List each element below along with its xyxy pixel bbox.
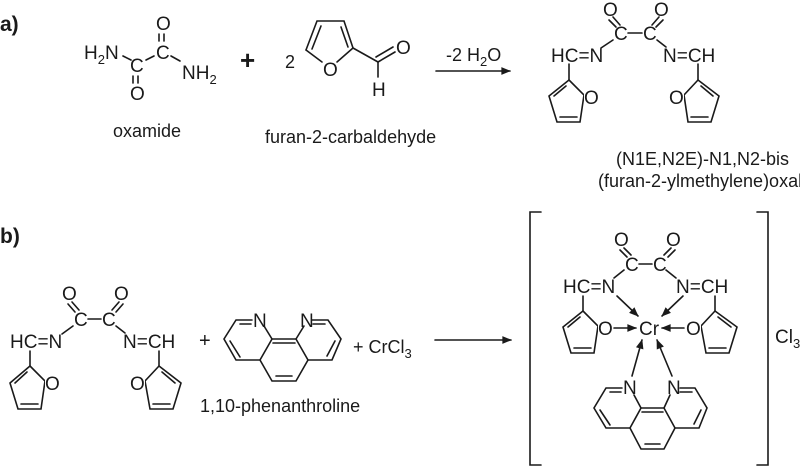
left-bracket [529,211,542,466]
atom-o1: O [603,0,618,21]
chromium-complex-structure: O O C C HC=N N=CH Cr O O N [562,230,738,450]
atom-o2: O [114,284,129,305]
atom-c1: C [130,56,144,77]
atom-ring-o1: O [584,88,599,109]
atom-ald-o: O [396,38,411,59]
atom-o2: O [654,0,669,21]
atom-nh2: NH2 [182,63,217,87]
atom-c2: C [102,310,116,331]
atom-h: H2N [84,43,119,67]
atom-nch: N=CH [676,277,728,298]
atom-o2: O [130,84,145,105]
panel-a-label: a) [0,13,19,36]
atom-c1: C [614,24,628,45]
plus-sign: + [240,45,255,75]
panel-b-label: b) [0,225,20,248]
right-bracket [756,211,769,466]
atom-phen-n2: N [667,378,681,399]
atom-c1: C [74,310,88,331]
atom-hcn: HC=N [551,46,603,67]
atom-ring-o2: O [669,88,684,109]
atom-ring-o1: O [45,374,60,395]
atom-c2: C [653,255,667,276]
atom-c2: C [156,43,170,64]
atom-ring-o: O [323,60,338,81]
atom-nch: N=CH [123,332,175,353]
atom-c2: C [643,24,657,45]
phenanthroline-structure: N N [223,311,342,382]
atom-hcn: HC=N [10,332,62,353]
atom-ring-o2: O [686,319,701,340]
atom-hcn: HC=N [563,277,615,298]
atom-o2: O [666,230,681,251]
furan-2-carbaldehyde-label: furan-2-carbaldehyde [265,127,436,147]
atom-ring-o2: O [130,374,145,395]
oxamide-label: oxamide [113,121,181,141]
atom-nch: N=CH [663,46,715,67]
bis-imine-ligand-b: O O C C HC=N N=CH O O [9,284,182,410]
furan-2-carbaldehyde-structure: O O H [305,20,411,101]
bis-imine-product-a: O O C C HC=N N=CH O O [548,0,720,123]
atom-ald-h: H [372,80,386,101]
reaction-condition: -2 H2O [446,45,501,69]
chromium-chloride-reagent: + CrCl3 [353,337,412,361]
product-a-name-line2: (furan-2-ylmethylene)oxalamide [598,171,800,191]
atom-o1: O [156,14,171,35]
stoichiometric-coefficient: 2 [285,52,295,72]
counterion-label: Cl3 [775,327,800,351]
plus-sign-1: + [199,330,211,352]
atom-phen-n1: N [623,378,637,399]
oxamide-structure: H2N C C O O NH2 [84,14,217,105]
atom-ring-o1: O [598,319,613,340]
atom-o1: O [614,230,629,251]
atom-n1: N [253,311,267,332]
metal-center-cr: Cr [639,319,660,340]
atom-c1: C [625,255,639,276]
atom-o1: O [62,284,77,305]
product-a-name-line1: (N1E,N2E)-N1,N2-bis [616,149,789,169]
phenanthroline-label: 1,10-phenanthroline [200,396,360,416]
